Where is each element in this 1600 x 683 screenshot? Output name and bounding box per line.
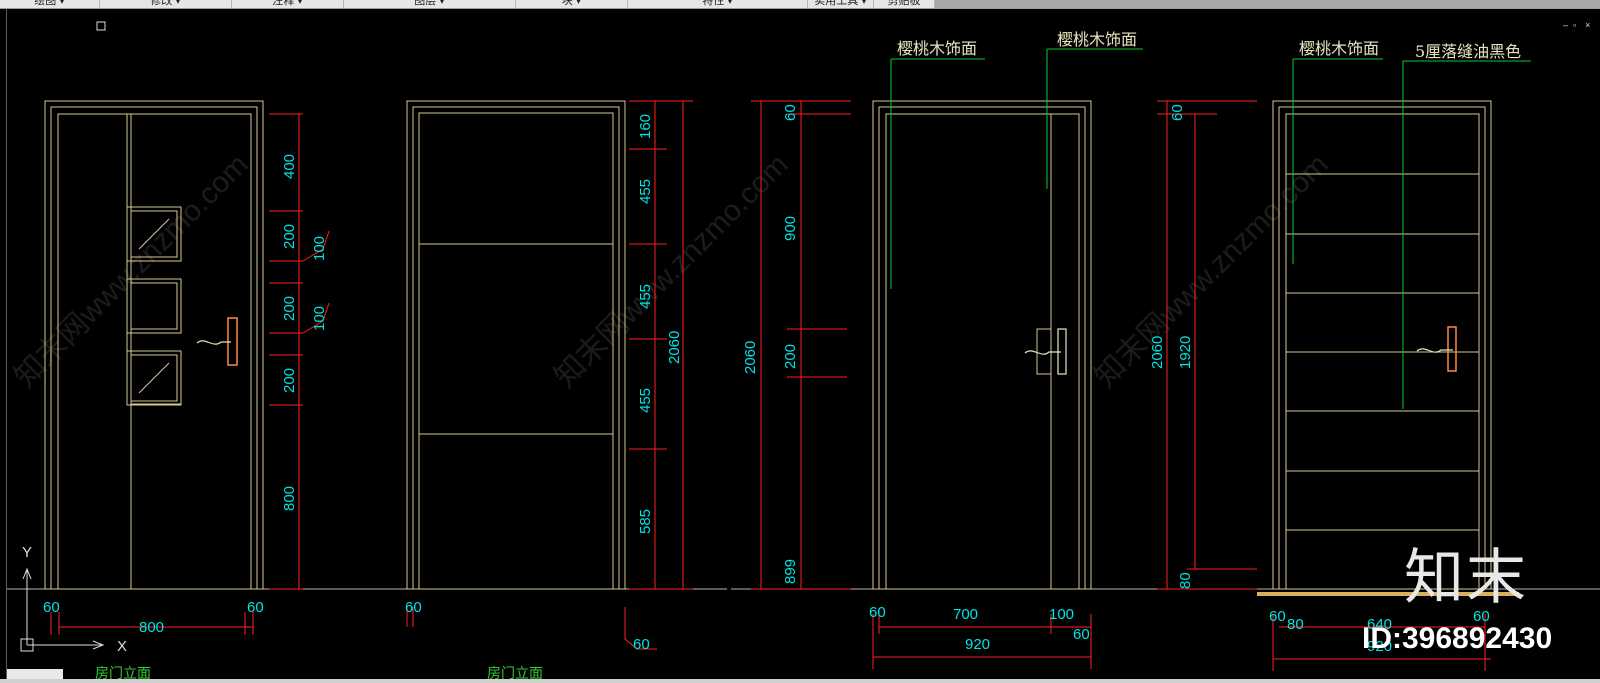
viewport-marker[interactable] — [96, 21, 106, 31]
znzmo-id-watermark: ID:396892430 — [1362, 622, 1553, 655]
status-bar-edge — [0, 679, 1600, 683]
svg-text:60: 60 — [633, 636, 650, 653]
svg-text:455: 455 — [637, 284, 654, 309]
svg-text:60: 60 — [247, 599, 264, 616]
svg-text:100: 100 — [311, 236, 328, 261]
door-2-dim-text: 160 455 455 455 585 2060 60 60 — [405, 114, 683, 653]
svg-text:200: 200 — [281, 368, 298, 393]
model-tab[interactable] — [7, 669, 63, 679]
door-3-handle — [1024, 328, 1067, 375]
ribbon-empty-area — [935, 0, 1600, 8]
svg-text:920: 920 — [965, 636, 990, 653]
door-3-dim-text: 60 900 200 899 2060 60 700 100 60 920 — [742, 104, 1090, 653]
svg-text:60: 60 — [1473, 608, 1490, 625]
svg-text:房门立面: 房门立面 — [95, 666, 151, 679]
door-1-dim-text: 400 200 100 200 100 200 800 60 800 60 — [43, 154, 328, 636]
ribbon-annotate-panel[interactable]: 注释 ▾ — [232, 0, 344, 8]
door-4-handle — [1416, 326, 1457, 372]
ribbon-toolbar: 绘图 ▾ 修改 ▾ 注释 ▾ 图层 ▾ 块 ▾ 特性 ▾ 实用工具 ▾ 剪贴板 — [0, 0, 1600, 9]
door-2-elevation — [406, 100, 626, 590]
diagonal-watermark: 知末网www.znzmo.com — [9, 148, 255, 394]
svg-text:2060: 2060 — [1149, 336, 1166, 369]
door-2-dim-lines — [406, 100, 693, 650]
material-labels: 樱桃木饰面 樱桃木饰面 樱桃木饰面 5厘落缝油黑色 — [897, 30, 1521, 61]
svg-text:60: 60 — [869, 604, 886, 621]
ribbon-clipboard-panel[interactable]: 剪贴板 — [874, 0, 935, 8]
label-cherry-veneer-3: 樱桃木饰面 — [1299, 39, 1379, 58]
ribbon-block-panel[interactable]: 块 ▾ — [516, 0, 628, 8]
door-4-elevation — [1272, 100, 1492, 590]
svg-text:585: 585 — [637, 509, 654, 534]
door-4-floor-strip — [1257, 592, 1519, 596]
svg-text:60: 60 — [405, 599, 422, 616]
svg-text:400: 400 — [281, 154, 298, 179]
svg-text:60: 60 — [1269, 608, 1286, 625]
cad-drawing: 知末网www.znzmo.com 知末网www.znzmo.com 知末网www… — [7, 21, 1600, 679]
minimize-icon[interactable]: – — [1563, 20, 1569, 30]
svg-text:455: 455 — [637, 388, 654, 413]
svg-text:60: 60 — [1169, 104, 1186, 121]
svg-text:200: 200 — [782, 344, 799, 369]
svg-text:920: 920 — [1367, 638, 1392, 655]
svg-text:640: 640 — [1367, 616, 1392, 633]
door-4-dim-text: 60 1920 2060 80 60 80 640 60 920 — [1149, 104, 1490, 655]
door-1-elevation — [44, 100, 264, 590]
label-cherry-veneer-2: 樱桃木饰面 — [1057, 30, 1137, 49]
ribbon-modify-panel[interactable]: 修改 ▾ — [100, 0, 232, 8]
svg-text:160: 160 — [637, 114, 654, 139]
svg-text:899: 899 — [782, 559, 799, 584]
svg-text:房门立面: 房门立面 — [487, 666, 543, 679]
svg-text:1920: 1920 — [1177, 336, 1194, 369]
door-1-dim-lines — [50, 113, 330, 635]
svg-text:60: 60 — [43, 599, 60, 616]
svg-text:900: 900 — [782, 216, 799, 241]
znzmo-logo-watermark: 知末 — [1404, 543, 1528, 613]
svg-text:200: 200 — [281, 224, 298, 249]
svg-text:2060: 2060 — [666, 331, 683, 364]
restore-icon[interactable]: ▫ — [1573, 20, 1577, 30]
svg-text:Y: Y — [22, 544, 32, 561]
svg-text:60: 60 — [782, 104, 799, 121]
ribbon-properties-panel[interactable]: 特性 ▾ — [628, 0, 808, 8]
svg-text:800: 800 — [281, 486, 298, 511]
svg-text:700: 700 — [953, 606, 978, 623]
diagonal-watermark: 知末网www.znzmo.com — [1089, 148, 1335, 394]
svg-text:200: 200 — [281, 296, 298, 321]
ribbon-draw-panel[interactable]: 绘图 ▾ — [0, 0, 100, 8]
svg-text:80: 80 — [1177, 572, 1194, 589]
ucs-labels: Y X — [22, 544, 127, 655]
svg-text:X: X — [117, 638, 127, 655]
door-4-dim-lines — [1157, 100, 1491, 671]
material-leaders — [890, 48, 1531, 409]
svg-text:80: 80 — [1287, 616, 1304, 633]
svg-text:60: 60 — [1073, 626, 1090, 643]
svg-text:100: 100 — [311, 306, 328, 331]
svg-text:100: 100 — [1049, 606, 1074, 623]
svg-text:800: 800 — [139, 619, 164, 636]
ribbon-layers-panel[interactable]: 图层 ▾ — [344, 0, 516, 8]
ribbon-utilities-panel[interactable]: 实用工具 ▾ — [808, 0, 874, 8]
label-cherry-veneer-1: 樱桃木饰面 — [897, 39, 977, 58]
label-black-oil-groove: 5厘落缝油黑色 — [1415, 42, 1521, 61]
drawing-canvas[interactable]: 知末网www.znzmo.com 知末网www.znzmo.com 知末网www… — [6, 9, 1600, 679]
svg-text:2060: 2060 — [742, 341, 759, 374]
door-3-dim-lines — [751, 100, 1092, 669]
svg-text:455: 455 — [637, 179, 654, 204]
door-1-handle — [196, 317, 238, 366]
view-titles: 房门立面 房门立面 — [95, 666, 543, 679]
ucs-icon — [20, 567, 105, 652]
close-icon[interactable]: × — [1585, 20, 1591, 30]
